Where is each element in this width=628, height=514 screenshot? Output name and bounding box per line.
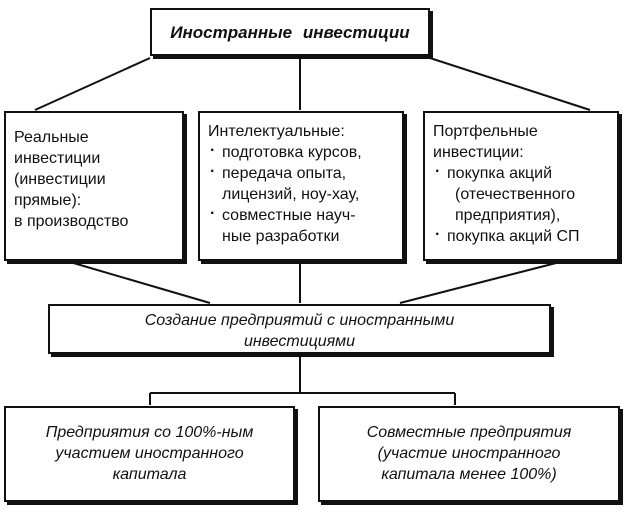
intellectual-title: Интелектуальные: [208,123,345,140]
connector-portfolio-to-creation [399,261,561,304]
real-line: инвестиции [14,150,101,167]
box-full-foreign-enterprises: Предприятия со 100%-ным участием иностра… [4,406,295,502]
box-foreign-investment: Иностранные инвестиции [150,8,430,56]
creation-line: инвестициями [243,333,356,350]
real-line: (инвестиции [14,171,106,188]
real-line: прямые): [14,192,82,209]
box-portfolio-investment: Портфельные инвестиции: покупка акций (о… [423,111,619,261]
portfolio-title-line: инвестиции: [433,144,524,161]
box-joint-ventures: Совместные предприятия (участие иностран… [318,406,620,502]
full-foreign-line: капитала [112,466,187,483]
creation-line: Создание предприятий с иностранными [144,312,455,329]
intellectual-item: передача опыта, лицензий, ноу-хау, [208,163,402,205]
joint-line: (участие иностранного [377,445,561,462]
intellectual-item: подготовка курсов, [208,142,402,163]
real-line: Реальные [14,129,89,146]
portfolio-item: покупка акций СП [433,226,617,247]
portfolio-title-line: Портфельные [433,123,538,140]
full-foreign-line: Предприятия со 100%-ным [45,424,254,441]
connector-top-to-portfolio [429,57,591,111]
real-line: в производство [14,213,129,230]
box-enterprise-creation: Создание предприятий с иностранными инве… [48,304,551,354]
box-real-investment: Реальные инвестиции (инвестиции прямые):… [4,111,184,261]
intellectual-item: совместные науч- ные разработки [208,205,402,247]
connector-top-to-real [34,57,151,111]
box-intellectual-investment: Интелектуальные: подготовка курсов, пере… [198,111,404,261]
portfolio-item: покупка акций (отечественного предприяти… [433,163,617,226]
box-foreign-investment-title: Иностранные инвестиции [170,22,410,42]
full-foreign-line: участием иностранного [55,445,244,462]
joint-line: капитала менее 100%) [381,466,557,483]
connector-real-to-creation [69,261,211,304]
joint-line: Совместные предприятия [366,424,572,441]
